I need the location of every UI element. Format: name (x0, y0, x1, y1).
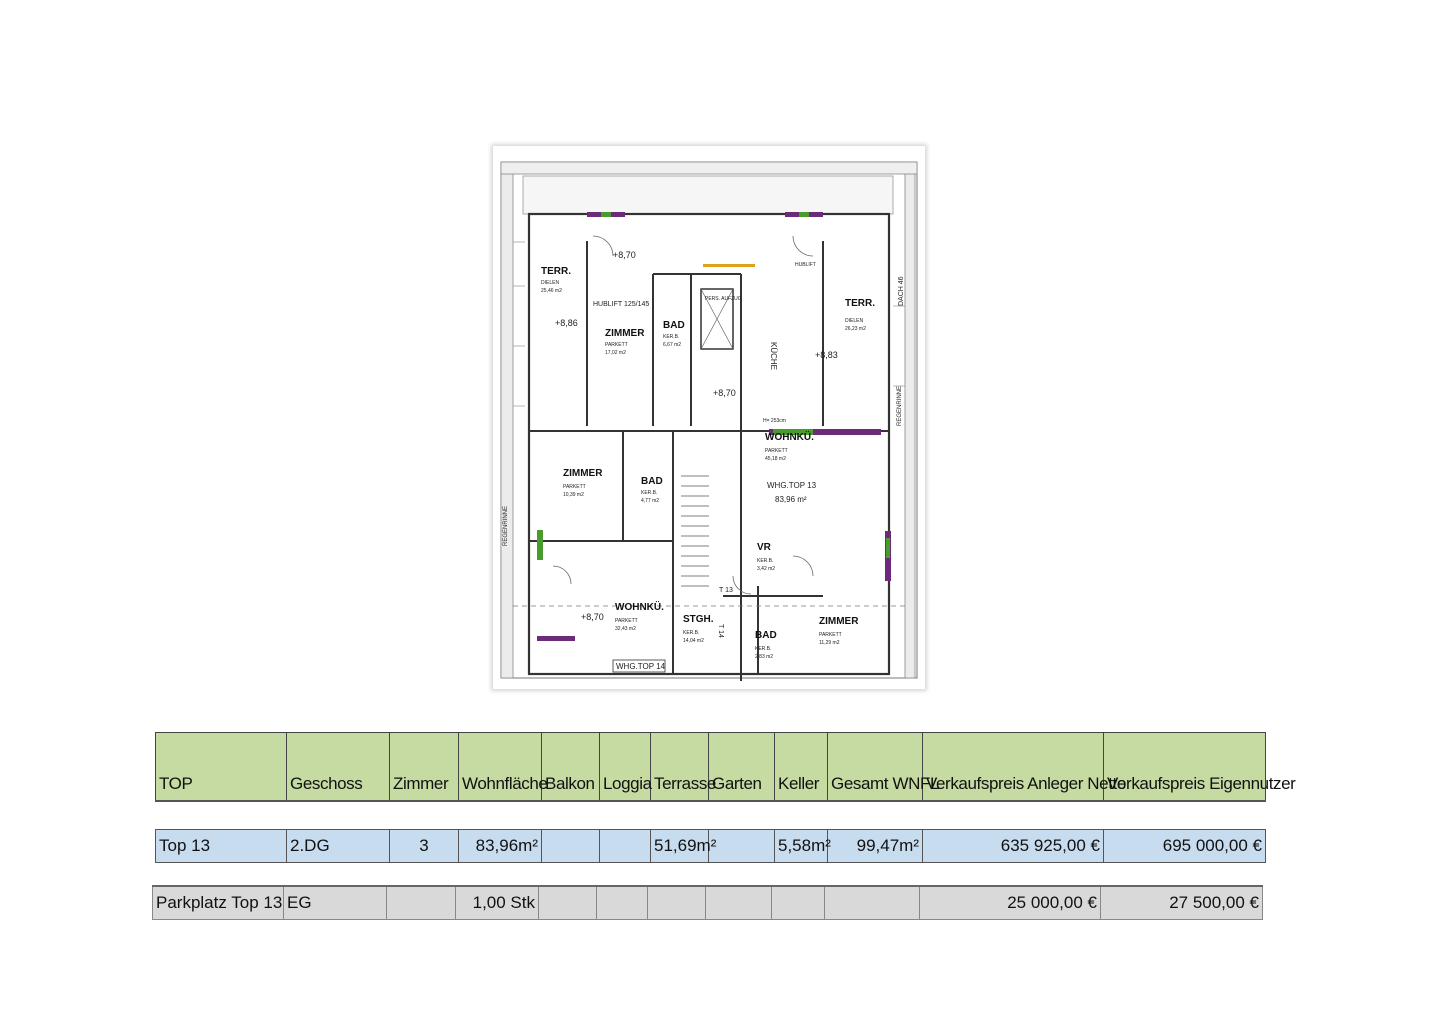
room-area: 6,67 m2 (663, 342, 681, 348)
unit-label: WHG.TOP 14 (616, 662, 666, 671)
stair-label: T 13 (719, 587, 733, 594)
kitchen-label: KÜCHE (769, 342, 778, 370)
room-area: 3,42 m2 (757, 566, 775, 572)
room-label: ZIMMER (605, 328, 645, 339)
room-floor: PARKETT (563, 484, 586, 490)
cell-zimmer: 3 (389, 829, 459, 863)
gutter-label: REGENRINNE (503, 506, 509, 546)
price-table-header: TOP Geschoss Zimmer Wohnfläche Balkon Lo… (155, 732, 1296, 802)
header-terrasse: Terrasse (650, 732, 716, 802)
room-label: BAD (641, 476, 663, 487)
hublift-label: HUBLIFT 125/145 (593, 301, 649, 308)
cell-balkon (541, 829, 600, 863)
room-label: BAD (663, 320, 685, 331)
roof-label: DACH 46 (898, 276, 905, 306)
height-label: +8,70 (581, 612, 604, 622)
stair-label: T 14 (717, 624, 724, 638)
room-area: 45,18 m2 (765, 456, 786, 462)
cell-anleger: 25 000,00 € (919, 885, 1101, 920)
cell-top: Top 13 (155, 829, 287, 863)
header-anleger: Verkaufspreis Anleger Netto (922, 732, 1126, 802)
cell-terrasse (647, 885, 706, 920)
room-floor: PARKETT (819, 632, 842, 638)
cell-zimmer (386, 885, 456, 920)
gutter-label: REGENRINNE (897, 386, 903, 426)
height-label: +8,70 (713, 388, 736, 398)
room-label: TERR. (845, 298, 875, 309)
header-garten: Garten (708, 732, 775, 802)
cell-wohnflaeche: 1,00 Stk (455, 885, 539, 920)
cell-keller (771, 885, 825, 920)
cell-gesamt: 99,47m² (827, 829, 923, 863)
header-zimmer: Zimmer (389, 732, 459, 802)
header-wohnflaeche: Wohnfläche (458, 732, 548, 802)
room-label: ZIMMER (563, 468, 603, 479)
header-loggia: Loggia (599, 732, 652, 802)
room-label: BAD (755, 630, 777, 641)
header-gesamt: Gesamt WNFL (827, 732, 939, 802)
cell-geschoss: EG (283, 885, 387, 920)
hublift-label: HUBLIFT (795, 262, 816, 268)
room-label: STGH. (683, 614, 714, 625)
room-floor: KER.B. (641, 490, 657, 496)
height-label: +8,86 (555, 318, 578, 328)
room-floor: DIELEN (845, 318, 863, 324)
table-row: Parkplatz Top 13 EG 1,00 Stk 25 000,00 €… (152, 885, 1263, 920)
room-floor: PARKETT (605, 342, 628, 348)
cell-loggia (596, 885, 648, 920)
room-label: ZIMMER (819, 616, 859, 627)
room-floor: KER.B. (663, 334, 679, 340)
cell-balkon (538, 885, 597, 920)
room-area: 32,43 m2 (615, 626, 636, 632)
room-label: VR (757, 542, 772, 553)
header-top: TOP (155, 732, 287, 802)
cell-eigennutzer: 695 000,00 € (1103, 829, 1266, 863)
room-area: 10,39 m2 (563, 492, 584, 498)
header-balkon: Balkon (541, 732, 600, 802)
cell-loggia (599, 829, 651, 863)
room-label: TERR. (541, 266, 571, 277)
unit-area: 83,96 m² (775, 495, 807, 504)
unit-label: WHG.TOP 13 (767, 481, 817, 490)
room-floor: KER.B. (683, 630, 699, 636)
room-label: WOHNKÜ. (615, 600, 664, 613)
cell-garten (705, 885, 772, 920)
cell-gesamt (824, 885, 920, 920)
room-floor: DIELEN (541, 280, 559, 286)
cell-eigennutzer: 27 500,00 € (1100, 885, 1263, 920)
room-area: 17,02 m2 (605, 350, 626, 356)
header-eigennutzer: Verkaufspreis Eigennutzer (1103, 732, 1296, 802)
cell-wohnflaeche: 83,96m² (458, 829, 542, 863)
cell-anleger: 635 925,00 € (922, 829, 1104, 863)
room-floor: PARKETT (615, 618, 638, 624)
room-floor: KER.B. (757, 558, 773, 564)
room-area: 26,23 m2 (845, 326, 866, 332)
cell-garten (708, 829, 775, 863)
room-label: WOHNKÜ. (765, 430, 814, 443)
room-floor: KER.B. (755, 646, 771, 652)
height-label: +8,70 (613, 250, 636, 260)
cell-keller: 5,58m² (774, 829, 831, 863)
room-floor: PARKETT (765, 448, 788, 454)
room-area: 4,77 m2 (641, 498, 659, 504)
elevator-label: PERS. AUFZUG (705, 296, 742, 302)
ceiling-height: H= 253cm (763, 418, 786, 424)
cell-geschoss: 2.DG (286, 829, 390, 863)
cell-top: Parkplatz Top 13 (152, 885, 284, 920)
table-row: Top 13 2.DG 3 83,96m² 51,69m² 5,58m² 99,… (155, 829, 1266, 863)
room-area: 2,83 m2 (755, 654, 773, 660)
room-area: 11,29 m2 (819, 640, 840, 646)
room-area: 25,46 m2 (541, 288, 562, 294)
cell-terrasse: 51,69m² (650, 829, 716, 863)
header-keller: Keller (774, 732, 828, 802)
room-area: 14,04 m2 (683, 638, 704, 644)
height-label: +8,83 (815, 350, 838, 360)
floor-plan-image: TERR. DIELEN 25,46 m2 ZIMMER PARKETT 17,… (493, 146, 925, 689)
header-geschoss: Geschoss (286, 732, 390, 802)
